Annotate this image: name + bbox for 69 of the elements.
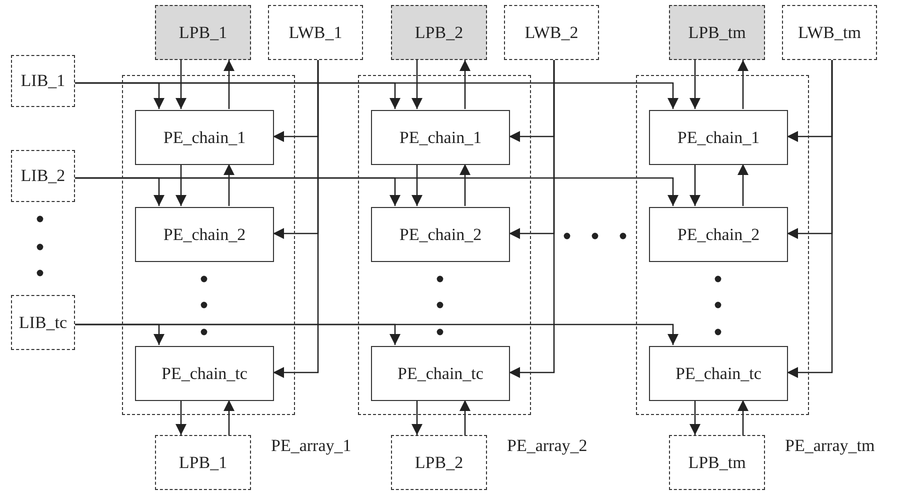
buffer-box <box>11 150 75 202</box>
arrow <box>738 164 748 206</box>
node-label: LPB_tm <box>688 452 746 472</box>
buffer-box <box>504 5 599 60</box>
node-label: PE_chain_1 <box>677 128 760 148</box>
arrow <box>460 164 470 206</box>
node-label: PE_chain_1 <box>163 128 246 148</box>
node-label: PE_chain_2 <box>163 224 246 244</box>
buffer-box <box>155 5 251 60</box>
arrow <box>690 164 700 206</box>
arrow <box>224 60 234 109</box>
process-box <box>649 110 788 165</box>
process-box <box>371 110 510 165</box>
node-label: LIB_2 <box>20 166 66 186</box>
buffer-box <box>782 5 877 60</box>
arrow <box>690 60 700 109</box>
arrow <box>738 60 748 109</box>
node-label: PE_chain_1 <box>399 128 482 148</box>
node-label: LIB_1 <box>20 71 66 91</box>
process-box <box>135 110 274 165</box>
arrow <box>787 60 833 378</box>
arrow <box>509 60 555 378</box>
arrow <box>224 400 234 435</box>
arrow <box>412 164 422 206</box>
buffer-box <box>155 435 251 490</box>
arrow <box>75 324 678 345</box>
node-label: LPB_1 <box>178 452 228 472</box>
buffer-box <box>391 435 487 490</box>
node-label: LWB_tm <box>798 22 861 42</box>
arrow <box>176 400 186 435</box>
node-label: PE_chain_tc <box>398 364 484 384</box>
buffer-box <box>11 55 75 107</box>
arrow <box>176 60 186 109</box>
arrow <box>75 82 678 109</box>
arrow <box>460 60 470 109</box>
buffer-box <box>669 5 765 60</box>
node-label: LPB_1 <box>178 22 228 42</box>
arrow <box>412 60 422 109</box>
arrow <box>412 400 422 435</box>
node-label: PE_chain_2 <box>399 224 482 244</box>
node-label: PE_chain_tc <box>162 364 248 384</box>
node-label: LIB_tc <box>18 312 68 332</box>
node-label: LPB_2 <box>414 22 464 42</box>
process-box <box>371 207 510 262</box>
arrow <box>738 400 748 435</box>
buffer-box <box>268 5 363 60</box>
arrow <box>176 164 186 206</box>
process-box <box>135 346 274 401</box>
group-label: PE_array_2 <box>507 436 588 456</box>
node-label: LPB_2 <box>414 452 464 472</box>
node-label: LWB_2 <box>524 22 578 42</box>
process-box <box>649 346 788 401</box>
buffer-box <box>669 435 765 490</box>
node-label: PE_chain_tc <box>676 364 762 384</box>
group-label: PE_array_1 <box>271 436 352 456</box>
node-label: LPB_tm <box>688 22 746 42</box>
process-box <box>371 346 510 401</box>
process-box <box>649 207 788 262</box>
buffer-box <box>11 295 75 350</box>
arrow <box>690 400 700 435</box>
arrow <box>224 164 234 206</box>
buffer-box <box>391 5 487 60</box>
arrow <box>75 177 678 206</box>
arrow <box>273 60 319 378</box>
node-label: PE_chain_2 <box>677 224 760 244</box>
node-label: LWB_1 <box>288 22 342 42</box>
process-box <box>135 207 274 262</box>
arrow <box>460 400 470 435</box>
group-label: PE_array_tm <box>785 436 875 456</box>
